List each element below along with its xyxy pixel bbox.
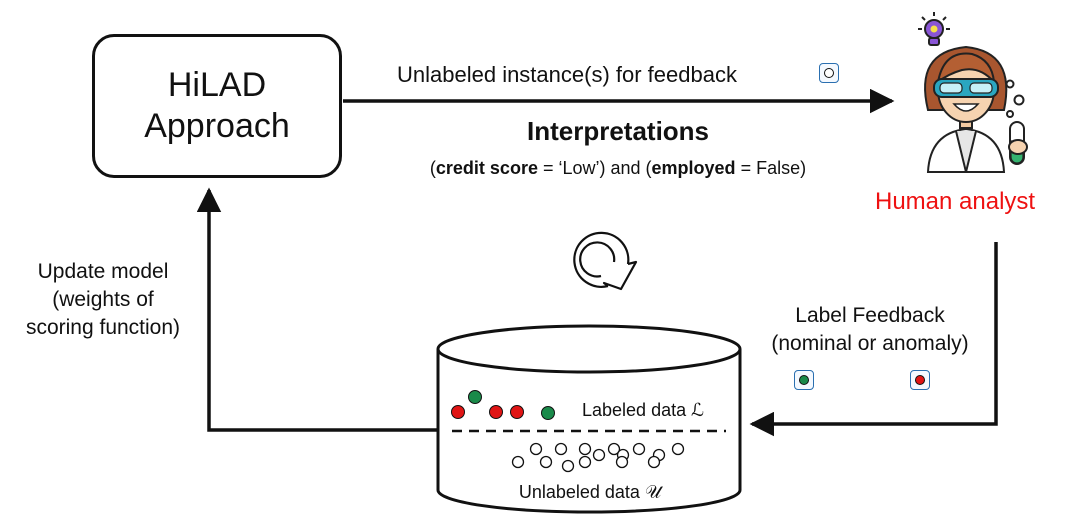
nominal-feedback-icon — [794, 370, 814, 390]
unlabeled-points — [511, 442, 685, 473]
anomaly-point — [510, 405, 524, 419]
update-model-label: Update model (weights of scoring functio… — [25, 260, 181, 339]
hilad-approach-box: HiLAD Approach — [92, 34, 342, 178]
interpretations-title: Interpretations — [526, 116, 710, 146]
cycle-arrow-icon — [573, 231, 638, 291]
unlabeled-instance-icon — [819, 63, 839, 83]
scientist-icon — [918, 12, 1028, 173]
approach-title: HiLAD — [167, 66, 267, 105]
anomaly-point — [451, 405, 465, 419]
query-label: Unlabeled instance(s) for feedback — [397, 62, 737, 87]
human-analyst-label: Human analyst — [875, 188, 1036, 215]
labeled-data-label: Labeled data ℒ — [582, 400, 705, 420]
feedback-arrow — [749, 242, 998, 437]
anomaly-feedback-icon — [910, 370, 930, 390]
label-feedback-label: Label Feedback (nominal or anomaly) — [771, 304, 969, 355]
database-cylinder — [436, 324, 742, 514]
unlabeled-data-label: Unlabeled data 𝒰 — [518, 482, 662, 502]
interpretation-rule: (credit score = ‘Low’) and (employed = F… — [429, 158, 807, 178]
update-arrow — [196, 187, 438, 432]
nominal-point — [541, 406, 555, 420]
lightbulb-icon — [918, 12, 950, 46]
approach-subtitle: Approach — [144, 107, 290, 145]
labeled-points — [451, 390, 555, 420]
nominal-point — [468, 390, 482, 404]
anomaly-point — [489, 405, 503, 419]
